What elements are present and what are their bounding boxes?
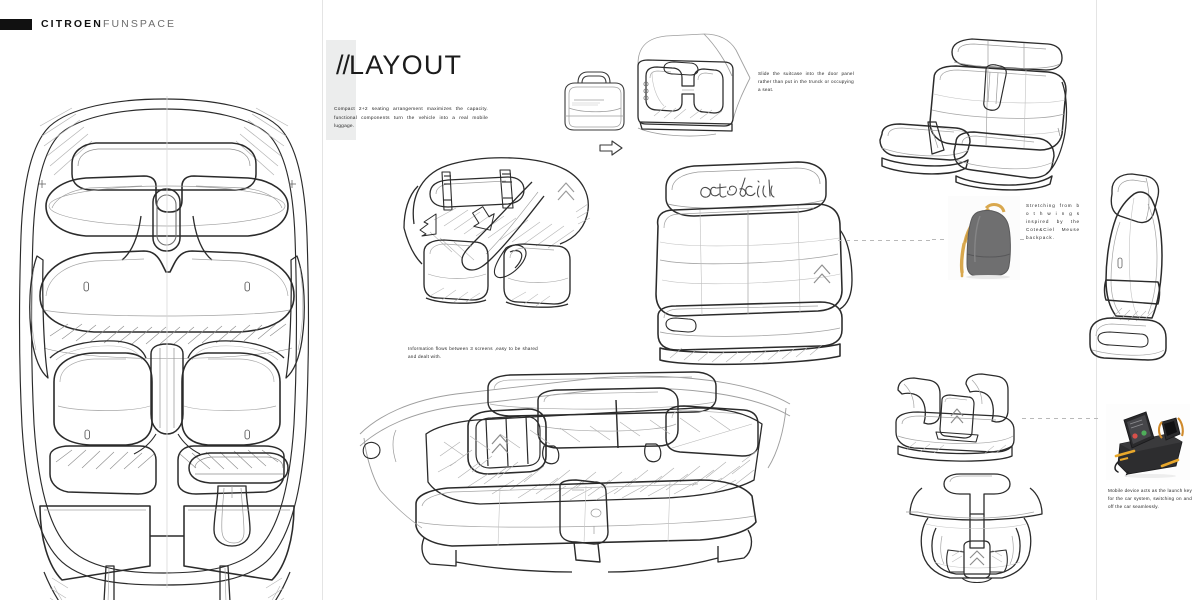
dashboard-interior-sketch bbox=[359, 371, 792, 573]
citroen-chevron-icon bbox=[969, 550, 985, 566]
leader-line-backpack bbox=[932, 239, 962, 240]
citroen-chevron-icon bbox=[813, 264, 831, 284]
title-slashes: // bbox=[336, 50, 350, 80]
brand-name-light: FUNSPACE bbox=[102, 18, 177, 30]
title-word: LAYOUT bbox=[349, 50, 463, 80]
page-title: //LAYOUT bbox=[336, 50, 462, 81]
door-panel-sketch bbox=[632, 32, 752, 142]
caption-suitcase-door: Slide the suitcase into the door panel r… bbox=[758, 71, 854, 92]
title-backdrop-panel bbox=[326, 40, 356, 140]
cote-ciel-backpack-photo bbox=[948, 196, 1020, 280]
black-bar-mark bbox=[0, 18, 32, 30]
brand-lockup: CITROENFUNSPACE bbox=[41, 18, 176, 30]
leader-line-seat-to-backpack bbox=[838, 240, 934, 241]
arrow-right-icon bbox=[599, 140, 623, 156]
citroen-chevron-icon bbox=[950, 408, 964, 424]
citroen-chevron-icon bbox=[557, 182, 575, 201]
brand-name-bold: CITROEN bbox=[41, 18, 103, 30]
leader-line-dock bbox=[1022, 418, 1098, 419]
seat-strap-detail-sketch bbox=[400, 152, 592, 332]
seat-device-dock-perspective bbox=[892, 366, 1020, 470]
column-divider-right bbox=[1096, 0, 1097, 600]
interior-top-view-plan bbox=[10, 96, 318, 600]
phone-dock-photo bbox=[1106, 404, 1190, 480]
caption-mobile-key: Mobile device acts as the launch key for… bbox=[1108, 488, 1192, 509]
cote-ciel-script bbox=[700, 177, 775, 198]
caption-stretching-wings: Stretching from b o t h w i n g s inspir… bbox=[1026, 203, 1080, 240]
caption-layout-lead: Compact 2+2 seating arrangement maximize… bbox=[334, 107, 488, 130]
citroen-chevron-icon bbox=[491, 434, 509, 454]
seat-device-dock-front bbox=[906, 470, 1044, 586]
seat-side-profile-sketch bbox=[1089, 168, 1198, 364]
suitcase-sketch bbox=[560, 70, 628, 132]
caption-three-screens: Information flows between 3 screens ,eas… bbox=[408, 346, 538, 359]
cote-ciel-seat-perspective bbox=[648, 160, 860, 370]
column-divider-left bbox=[322, 0, 323, 600]
board-header: CITROENFUNSPACE bbox=[0, 18, 176, 30]
rear-bench-seat-perspective bbox=[876, 22, 1068, 191]
